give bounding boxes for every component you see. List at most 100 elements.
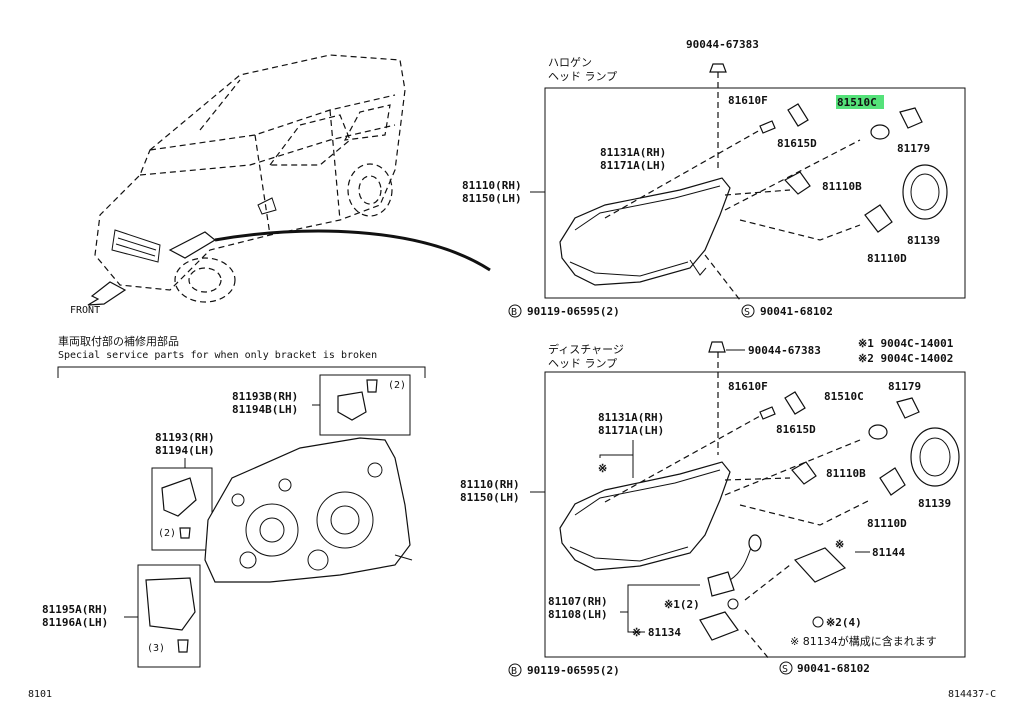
part-81193B[interactable]: 81193B(RH) [232,390,298,403]
badge-b-halogen [508,304,522,318]
part-81150-halogen[interactable]: 81150(LH) [462,192,522,205]
part-81610F-halogen[interactable]: 81610F [728,94,768,107]
badge-s-halogen [741,304,755,318]
part-81194[interactable]: 81194(LH) [155,444,215,457]
part-81171A-halogen[interactable]: 81171A(LH) [600,159,666,172]
bracket-81193-frame [151,467,213,551]
screw-icon [366,379,378,393]
part-81131A-halogen[interactable]: 81131A(RH) [600,146,666,159]
part-81179-halogen[interactable]: 81179 [897,142,930,155]
badge-b-discharge [508,663,522,677]
part-81510C-discharge[interactable]: 81510C [824,390,864,403]
discharge-section: ディスチャージ ヘッド ランプ 90044-67383 ※1 9004C-140… [460,337,966,677]
screw-icon [179,527,191,539]
part-90044-67383-discharge[interactable]: 90044-67383 [748,344,821,357]
cap-81139-icon [902,164,948,220]
highlight-81510C [836,95,884,109]
part-81171A-discharge[interactable]: 81171A(LH) [598,424,664,437]
bracket-81193B-icon [337,391,367,421]
part-s2[interactable]: ※2(4) [826,616,862,629]
page-number-right: 814437-C [948,689,996,700]
qty-mid: (2) [158,528,176,539]
part-81110B-halogen[interactable]: 81110B [822,180,862,193]
part-81108[interactable]: 81108(LH) [548,608,608,621]
page-number-left: 8101 [28,689,52,700]
bracket-81195A-frame [137,564,201,668]
part-81110-discharge[interactable]: 81110(RH) [460,478,520,491]
part-90044-67383-halogen[interactable]: 90044-67383 [686,38,759,51]
front-label: FRONT [70,305,100,316]
bulb-81510C-icon [868,424,888,440]
igniter-icon [707,571,735,597]
bulb-81110D-icon [879,467,906,496]
bulb-81610F-icon [759,406,776,420]
part-81107[interactable]: 81107(RH) [548,595,608,608]
part-81510C-halogen[interactable]: 81510C [837,96,877,109]
part-81194B[interactable]: 81194B(LH) [232,403,298,416]
discharge-headlamp-unit [559,461,731,571]
note-bottom: ※ 81134が構成に含まれます [790,634,937,648]
part-s1[interactable]: ※1(2) [664,598,700,611]
badge-s-halogen-text: S [744,307,750,318]
halogen-title-2: ヘッド ランプ [548,70,617,83]
discharge-title-2: ヘッド ランプ [548,357,617,370]
socket-81615D-icon [784,391,806,415]
socket-81179-icon [896,397,920,419]
gasket-81134-icon [699,611,739,641]
bracket-section: 車両取付部の補修用部品 Special service parts for wh… [42,334,426,668]
discharge-title-1: ディスチャージ [548,342,624,356]
bulb-81510C-icon [870,124,890,140]
part-81150-discharge[interactable]: 81150(LH) [460,491,520,504]
part-81610F-discharge[interactable]: 81610F [728,380,768,393]
special-title-en: Special service parts for when only brac… [58,350,377,361]
part-81615D-discharge[interactable]: 81615D [776,423,816,436]
car-illustration: FRONT [70,54,491,316]
part-81110-halogen[interactable]: 81110(RH) [462,179,522,192]
part-81615D-halogen[interactable]: 81615D [777,137,817,150]
screw-icon [709,63,727,73]
part-81131A-discharge[interactable]: 81131A(RH) [598,411,664,424]
part-81179-discharge[interactable]: 81179 [888,380,921,393]
part-81110B-discharge[interactable]: 81110B [826,467,866,480]
socket-81110B-icon [791,461,817,485]
halogen-frame [544,87,966,299]
part-81110D-discharge[interactable]: 81110D [867,517,907,530]
bracket-81195A-icon [145,577,196,631]
part-81110D-halogen[interactable]: 81110D [867,252,907,265]
part-81193[interactable]: 81193(RH) [155,431,215,444]
part-90041-68102-halogen[interactable]: 90041-68102 [760,305,833,318]
badge-b-halogen-text: B [511,307,517,318]
qty-bottom: (3) [147,643,165,654]
halogen-title-1: ハロゲン [548,56,592,69]
mark-81131A: ※ [598,462,607,475]
part-81139-halogen[interactable]: 81139 [907,234,940,247]
ballast-81144-icon [793,547,847,583]
headlamp-rear-view [204,437,413,583]
part-90119-06595-discharge[interactable]: 90119-06595(2) [527,664,620,677]
badge-s-discharge-text: S [782,664,788,675]
special-title-jp: 車両取付部の補修用部品 [58,334,179,348]
part-81196A[interactable]: 81196A(LH) [42,616,108,629]
badge-s-small-2 [812,616,824,628]
part-90119-06595-halogen[interactable]: 90119-06595(2) [527,305,620,318]
part-81134[interactable]: ※ 81134 [632,626,681,639]
socket-81179-icon [899,107,923,129]
part-90041-68102-discharge[interactable]: 90041-68102 [797,662,870,675]
socket-81615D-icon [787,103,809,127]
halogen-section: ハロゲン ヘッド ランプ 90044-67383 [462,38,966,318]
note-1: ※1 9004C-14001 [858,337,954,350]
socket-81110B-icon [784,171,811,195]
discharge-frame [544,371,966,658]
badge-b-discharge-text: B [511,666,517,677]
bracket-81193-icon [161,477,197,517]
cap-81139-icon [910,427,960,487]
part-81195A[interactable]: 81195A(RH) [42,603,108,616]
bulb-81110D-icon [864,204,893,233]
note-2: ※2 9004C-14002 [858,352,953,365]
part-81139-discharge[interactable]: 81139 [918,497,951,510]
qty-top: (2) [388,380,406,391]
badge-s-discharge [779,661,793,675]
badge-s-small [727,598,739,610]
part-81144-discharge[interactable]: 81144 [872,546,905,559]
